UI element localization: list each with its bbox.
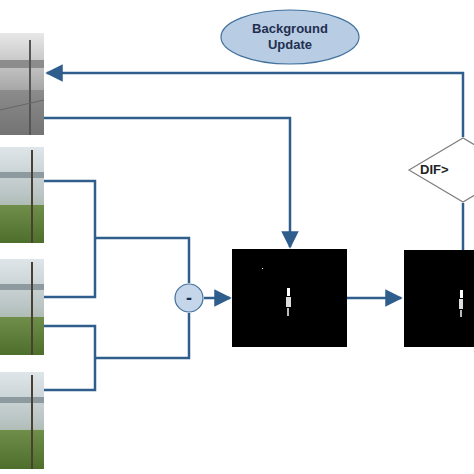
threshold-image [404, 250, 474, 347]
frame-wire [95, 313, 189, 358]
decision-wire [462, 203, 465, 250]
video-frame [0, 372, 44, 469]
video-frame [0, 259, 44, 355]
background-frame [0, 33, 44, 135]
update-arrow [47, 73, 463, 137]
background-arrow [44, 118, 290, 247]
video-frame [0, 147, 44, 243]
node-label: DIF> [420, 162, 449, 178]
node-label: Background Update [240, 21, 340, 54]
frame-bracket [44, 181, 95, 297]
difference-image [232, 249, 347, 347]
frame-wire [95, 238, 189, 283]
operator-circle: - [174, 283, 204, 313]
threshold-arrow [347, 297, 401, 300]
process-ellipse: Background Update [220, 9, 360, 65]
wires [44, 73, 463, 390]
frame-bracket [44, 326, 95, 390]
node-label: - [186, 287, 192, 310]
decision-diamond: DIF> [408, 137, 474, 203]
diff-arrow [204, 297, 230, 300]
